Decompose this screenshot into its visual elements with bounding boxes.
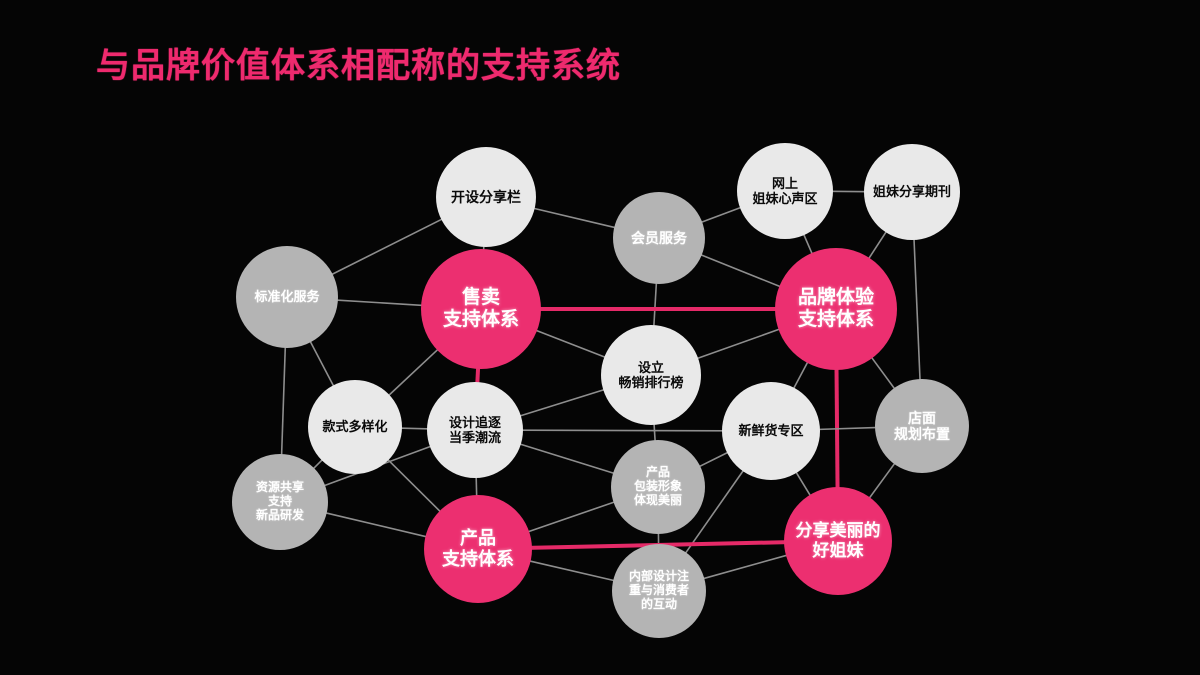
diagram-node-shoumai[interactable]: 售卖 支持体系: [421, 249, 541, 369]
diagram-edge: [518, 429, 727, 432]
diagram-edge: [328, 216, 446, 277]
diagram-edge: [793, 469, 813, 499]
diagram-edge: [913, 235, 921, 384]
diagram-node-kaishe[interactable]: 开设分享栏: [436, 147, 536, 247]
diagram-node-label: 标准化服务: [254, 289, 320, 305]
diagram-edge: [308, 338, 336, 390]
diagram-edge: [526, 559, 618, 583]
diagram-node-label: 款式多样化: [322, 419, 388, 435]
diagram-edge: [475, 473, 478, 500]
diagram-node-label: 设立 畅销排行榜: [618, 359, 684, 390]
diagram-node-shegli[interactable]: 设立 畅销排行榜: [601, 325, 701, 425]
diagram-node-qikan[interactable]: 姐妹分享期刊: [864, 144, 960, 240]
diagram-node-pinpai[interactable]: 品牌体验 支持体系: [775, 248, 897, 370]
diagram-edge: [866, 460, 898, 502]
diagram-node-kuanshi[interactable]: 款式多样化: [308, 380, 402, 474]
diagram-edge: [525, 500, 618, 534]
diagram-node-baozhuang[interactable]: 产品 包装形象 体现美丽: [611, 440, 705, 534]
diagram-edge: [683, 467, 746, 557]
diagram-node-label: 售卖 支持体系: [442, 286, 519, 330]
diagram-node-label: 新鲜货专区: [738, 423, 804, 439]
diagram-edge: [869, 354, 898, 392]
diagram-node-dianmian[interactable]: 店面 规划布置: [875, 379, 969, 473]
diagram-edge: [815, 426, 880, 431]
diagram-node-label: 设计追逐 当季潮流: [448, 414, 501, 445]
diagram-edge: [866, 228, 889, 262]
diagram-node-wangshang[interactable]: 网上 姐妹心声区: [737, 143, 833, 239]
diagram-edge: [530, 206, 619, 230]
diagram-node-label: 内部设计注 重与消费者 的互动: [628, 569, 689, 611]
diagram-node-sheji[interactable]: 设计追逐 当季潮流: [427, 382, 523, 478]
diagram-node-label: 品牌体验 支持体系: [797, 286, 874, 330]
diagram-edge: [384, 456, 444, 515]
diagram-edge: [696, 450, 732, 469]
diagram-edge: [698, 205, 745, 225]
diagram-node-chanpin[interactable]: 产品 支持体系: [424, 495, 532, 603]
diagram-node-label: 开设分享栏: [451, 188, 521, 205]
diagram-node-biaozhun[interactable]: 标准化服务: [236, 246, 338, 348]
diagram-node-label: 产品 支持体系: [442, 528, 514, 569]
diagram-edge: [697, 252, 784, 289]
diagram-node-huiyuan[interactable]: 会员服务: [613, 192, 705, 284]
diagram-node-xinxian[interactable]: 新鲜货专区: [722, 382, 820, 480]
diagram-edge: [322, 511, 430, 539]
diagram-edge: [516, 442, 618, 475]
diagram-edge: [791, 358, 810, 392]
diagram-node-label: 网上 姐妹心声区: [752, 175, 818, 206]
diagram-node-label: 产品 包装形象 体现美丽: [633, 465, 682, 507]
diagram-node-label: 资源共享 支持 新品研发: [255, 480, 304, 522]
diagram-node-label: 分享美丽的 好姐妹: [795, 521, 881, 560]
diagram-edge: [694, 327, 783, 361]
diagram-edge: [333, 299, 426, 307]
diagram-node-label: 姐妹分享期刊: [872, 184, 951, 200]
diagram-edge: [516, 387, 608, 418]
diagram-edge: [385, 346, 441, 399]
diagram-node-label: 会员服务: [631, 229, 687, 246]
diagram-node-neibu[interactable]: 内部设计注 重与消费者 的互动: [612, 544, 706, 638]
diagram-edge: [700, 553, 791, 581]
diagram-edge: [532, 328, 609, 360]
diagram-edge: [652, 279, 658, 330]
page-title: 与品牌价值体系相配称的支持系统: [96, 47, 621, 85]
diagram-node-ziyuan[interactable]: 资源共享 支持 新品研发: [232, 454, 328, 550]
diagram-edge: [397, 427, 432, 430]
diagram-edge: [280, 343, 287, 459]
diagram-node-fenxiang[interactable]: 分享美丽的 好姐妹: [784, 487, 892, 595]
diagram-node-label: 店面 规划布置: [894, 409, 950, 442]
